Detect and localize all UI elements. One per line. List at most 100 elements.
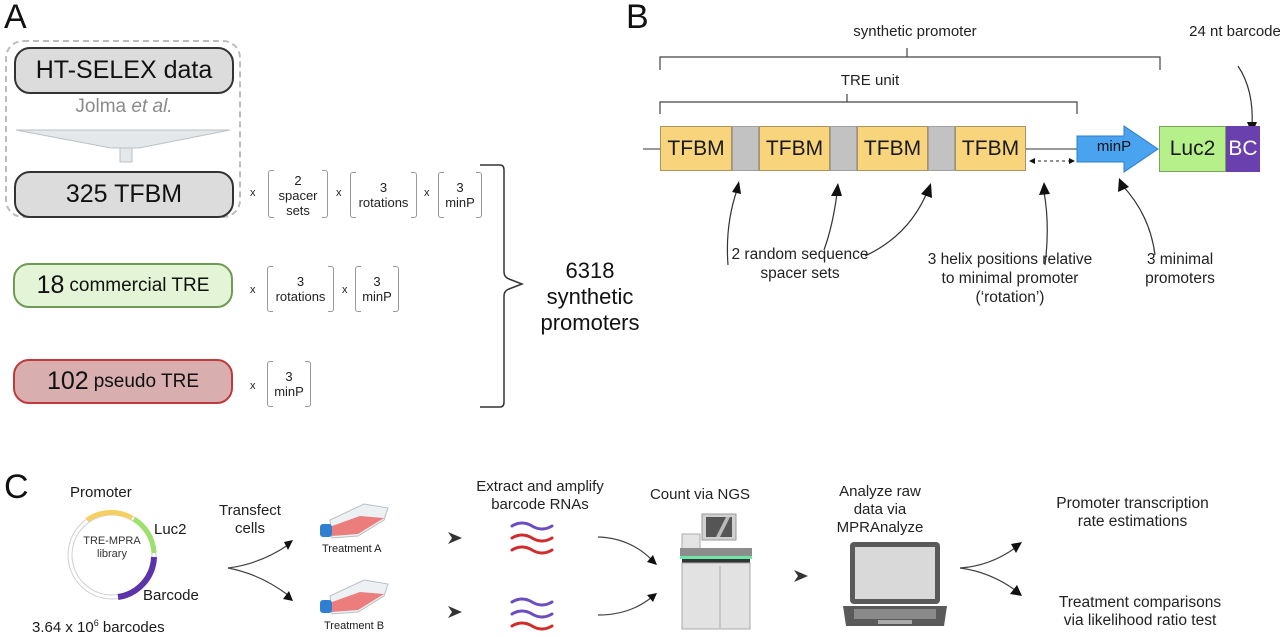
commercial-tre-label: commercial TRE xyxy=(69,274,210,296)
factor-label: minP xyxy=(362,289,392,304)
factor-value: 2 xyxy=(294,173,302,188)
tfbm-segment-label: TFBM xyxy=(667,136,725,160)
step-line: rate estimations xyxy=(1077,513,1188,530)
spacer-segment xyxy=(830,126,857,171)
step-line: data via xyxy=(853,501,907,518)
cell-flask-a-icon xyxy=(320,503,389,539)
factor-label: sets xyxy=(286,203,310,218)
spacer-segment xyxy=(732,126,759,171)
tfbm-box: 325 TFBM xyxy=(14,171,234,218)
transfect-label: Transfect cells xyxy=(210,502,290,538)
step-line: via likelihood ratio test xyxy=(1063,612,1217,629)
tfbm-segment-label: TFBM xyxy=(961,136,1020,160)
ngs-sequencer-icon xyxy=(680,513,752,630)
factor-value: 3 xyxy=(456,180,464,195)
commercial-tre-count: 18 xyxy=(36,271,65,299)
panel-b-letter: B xyxy=(626,0,649,36)
total-label-line: promoters xyxy=(540,310,640,335)
multiply-sign: x xyxy=(250,187,256,199)
htselex-data-label: HT-SELEX data xyxy=(35,56,213,84)
annotation-line: (‘rotation’) xyxy=(975,289,1045,306)
pseudo-tre-count: 102 xyxy=(47,367,89,395)
step-line: Promoter transcription xyxy=(1056,495,1209,512)
minp-arrow xyxy=(1076,125,1159,173)
construct-diagram-lines xyxy=(643,48,1257,266)
plasmid-name: library xyxy=(97,548,127,560)
rna-strands-b-icon xyxy=(510,597,554,631)
minp-annotation: 3 minimal promoters xyxy=(1125,250,1235,288)
combine-bracket xyxy=(480,164,525,408)
annotation-line: 3 minimal xyxy=(1146,251,1214,268)
factor-minp: 3 minP xyxy=(267,361,311,407)
annotation-line: 2 random sequence xyxy=(731,246,869,263)
multiply-sign: x xyxy=(336,187,342,199)
minp-label: minP xyxy=(1096,138,1132,155)
citation-author: Jolma xyxy=(75,96,132,117)
tfbm-segment: TFBM xyxy=(955,126,1026,171)
analyze-label: Analyze raw data via MPRAnalyze xyxy=(830,483,930,537)
plasmid-barcode-label: Barcode xyxy=(143,587,199,604)
spacer-annotation: 2 random sequence spacer sets xyxy=(700,245,900,283)
workflow-arrows xyxy=(227,532,1022,618)
step-line: Analyze raw xyxy=(839,483,921,500)
step-line: cells xyxy=(234,520,265,537)
luc2-segment-label: Luc2 xyxy=(1169,137,1216,160)
barcode-count-unit: barcodes xyxy=(98,619,165,636)
htselex-data-box: HT-SELEX data xyxy=(14,47,234,94)
tfbm-segment-label: TFBM xyxy=(765,136,824,160)
cell-flask-b-icon xyxy=(320,579,389,615)
synthetic-promoter-label: synthetic promoter xyxy=(853,23,977,40)
step-line: Treatment comparisons xyxy=(1058,594,1222,611)
barcode-label: 24 nt barcode xyxy=(1189,23,1280,40)
funnel-icon xyxy=(15,129,231,163)
total-count: 6318 xyxy=(565,258,615,283)
step-line: Transfect xyxy=(219,502,281,519)
plasmid-promoter-label: Promoter xyxy=(70,484,132,501)
plasmid-name: TRE-MPRA xyxy=(83,535,141,547)
total-label-line: synthetic xyxy=(546,284,634,309)
annotation-line: 3 helix positions relative xyxy=(927,251,1093,268)
step-line: Extract and amplify xyxy=(476,478,604,495)
step-line: barcode RNAs xyxy=(491,496,589,513)
tfbm-segment-label: TFBM xyxy=(863,136,922,160)
factor-label: minP xyxy=(274,384,304,399)
output-comparison-label: Treatment comparisons via likelihood rat… xyxy=(1040,594,1240,630)
plasmid-center-label: TRE-MPRA library xyxy=(68,535,156,561)
factor-rotations: 3 rotations xyxy=(267,266,334,312)
factor-value: 3 xyxy=(379,180,388,195)
factor-minp: 3 minP xyxy=(438,172,482,218)
annotation-line: to minimal promoter xyxy=(941,270,1079,287)
multiply-sign: x xyxy=(342,284,348,296)
factor-rotations: 3 rotations xyxy=(350,172,417,218)
extract-label: Extract and amplify barcode RNAs xyxy=(455,478,625,514)
tfbm-box-label: 325 TFBM xyxy=(65,180,183,208)
annotation-line: promoters xyxy=(1145,270,1215,287)
factor-value: 3 xyxy=(296,274,305,289)
factor-spacer-sets: 2 spacer sets xyxy=(268,170,328,218)
panel-c-letter: C xyxy=(4,468,29,506)
factor-label: rotations xyxy=(358,195,409,210)
tfbm-segment: TFBM xyxy=(857,126,928,171)
factor-label: minP xyxy=(445,195,475,210)
luc2-segment: Luc2 xyxy=(1159,126,1226,172)
pseudo-tre-label: pseudo TRE xyxy=(93,370,199,392)
multiply-sign: x xyxy=(250,284,256,296)
total-promoters-label: 6318 synthetic promoters xyxy=(535,258,645,336)
barcode-count: 3.64 x 106 barcodes xyxy=(32,618,165,636)
barcode-count-exponent: 6 xyxy=(93,618,99,628)
rotation-annotation: 3 helix positions relative to minimal pr… xyxy=(915,250,1105,307)
rna-strands-a-icon xyxy=(510,521,554,555)
citation: Jolma et al. xyxy=(14,96,234,118)
laptop-icon xyxy=(843,542,947,626)
factor-minp: 3 minP xyxy=(355,266,399,312)
treatment-a-label: Treatment A xyxy=(322,543,382,555)
count-label: Count via NGS xyxy=(649,486,751,503)
tre-unit-label: TRE unit xyxy=(840,72,900,89)
factor-label: rotations xyxy=(275,289,326,304)
step-line: MPRAnalyze xyxy=(836,519,924,536)
tfbm-segment: TFBM xyxy=(660,126,732,171)
panel-a-letter: A xyxy=(4,0,27,36)
barcode-segment-label: BC xyxy=(1228,137,1258,160)
